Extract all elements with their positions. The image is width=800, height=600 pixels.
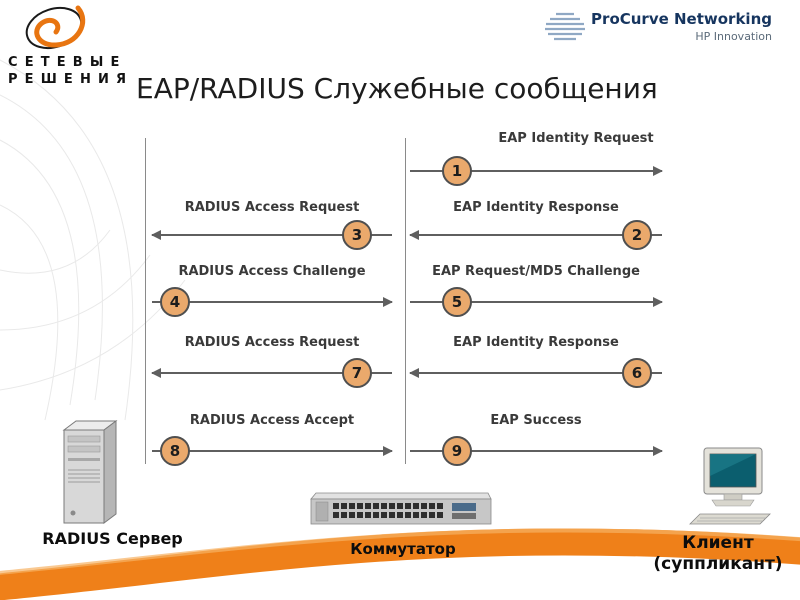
message-arrow-1: 1: [410, 156, 663, 186]
hp-innovation-text: HP Innovation: [695, 30, 772, 43]
message-label-eap-md5-challenge: EAP Request/MD5 Challenge: [432, 264, 640, 279]
step-number-badge-4: 4: [160, 287, 190, 317]
switch-label: Коммутатор: [350, 540, 456, 558]
step-number-badge-5: 5: [442, 287, 472, 317]
procurve-logo: ProCurve Networking HP Innovation: [543, 10, 772, 44]
arrowhead-left-icon: [151, 230, 161, 240]
setevye-resheniya-logo: СЕТЕВЫЕ РЕШЕНИЯ: [8, 2, 133, 88]
arrowhead-left-icon: [409, 368, 419, 378]
step-number-badge-7: 7: [342, 358, 372, 388]
slide-title: EAP/RADIUS Служебные сообщения: [136, 72, 658, 105]
message-arrow-2: 2: [409, 220, 662, 250]
arrowhead-left-icon: [151, 368, 161, 378]
procurve-brand-text: ProCurve Networking: [591, 10, 772, 28]
step-number-badge-1: 1: [442, 156, 472, 186]
lifeline-server-switch: [145, 138, 146, 464]
arrowhead-left-icon: [409, 230, 419, 240]
swirl-logo-icon: [25, 5, 86, 50]
client-computer-image: [682, 446, 778, 538]
globe-icon: [545, 12, 586, 41]
message-label-eap-success: EAP Success: [490, 413, 582, 428]
logo-text-line1: СЕТЕВЫЕ: [8, 55, 127, 70]
logo-text-line2: РЕШЕНИЯ: [8, 72, 134, 87]
message-arrow-7: 7: [151, 358, 392, 388]
message-label-eap-identity-response-2: EAP Identity Response: [453, 335, 619, 350]
switch-image: [308, 484, 492, 530]
message-label-eap-identity-response: EAP Identity Response: [453, 200, 619, 215]
client-label: Клиент (суппликант): [653, 533, 783, 575]
orange-swoosh: [0, 528, 800, 600]
message-arrow-8: 8: [152, 436, 393, 466]
step-number-badge-6: 6: [622, 358, 652, 388]
arrowhead-right-icon: [383, 297, 393, 307]
server-tower-icon: [62, 420, 118, 524]
step-number-badge-3: 3: [342, 220, 372, 250]
arrowhead-right-icon: [383, 446, 393, 456]
message-label-radius-access-challenge: RADIUS Access Challenge: [178, 264, 366, 279]
step-number-badge-8: 8: [160, 436, 190, 466]
radius-server-image: [50, 416, 130, 528]
step-number-badge-2: 2: [622, 220, 652, 250]
message-arrow-6: 6: [409, 358, 662, 388]
message-arrow-5: 5: [410, 287, 663, 317]
step-number-badge-9: 9: [442, 436, 472, 466]
message-label-eap-identity-request: EAP Identity Request: [498, 131, 654, 146]
lifeline-switch-client: [405, 138, 406, 464]
message-label-radius-access-request-2: RADIUS Access Request: [184, 335, 360, 350]
message-arrow-3: 3: [151, 220, 392, 250]
switch-icon: [310, 492, 492, 525]
server-label: RADIUS Сервер: [42, 529, 183, 548]
message-arrow-9: 9: [410, 436, 663, 466]
message-arrow-4: 4: [152, 287, 393, 317]
desktop-computer-icon: [689, 447, 771, 525]
message-label-radius-access-request: RADIUS Access Request: [184, 200, 360, 215]
arrowhead-right-icon: [653, 297, 663, 307]
arrowhead-right-icon: [653, 446, 663, 456]
message-label-radius-access-accept: RADIUS Access Accept: [189, 413, 355, 428]
arrowhead-right-icon: [653, 166, 663, 176]
